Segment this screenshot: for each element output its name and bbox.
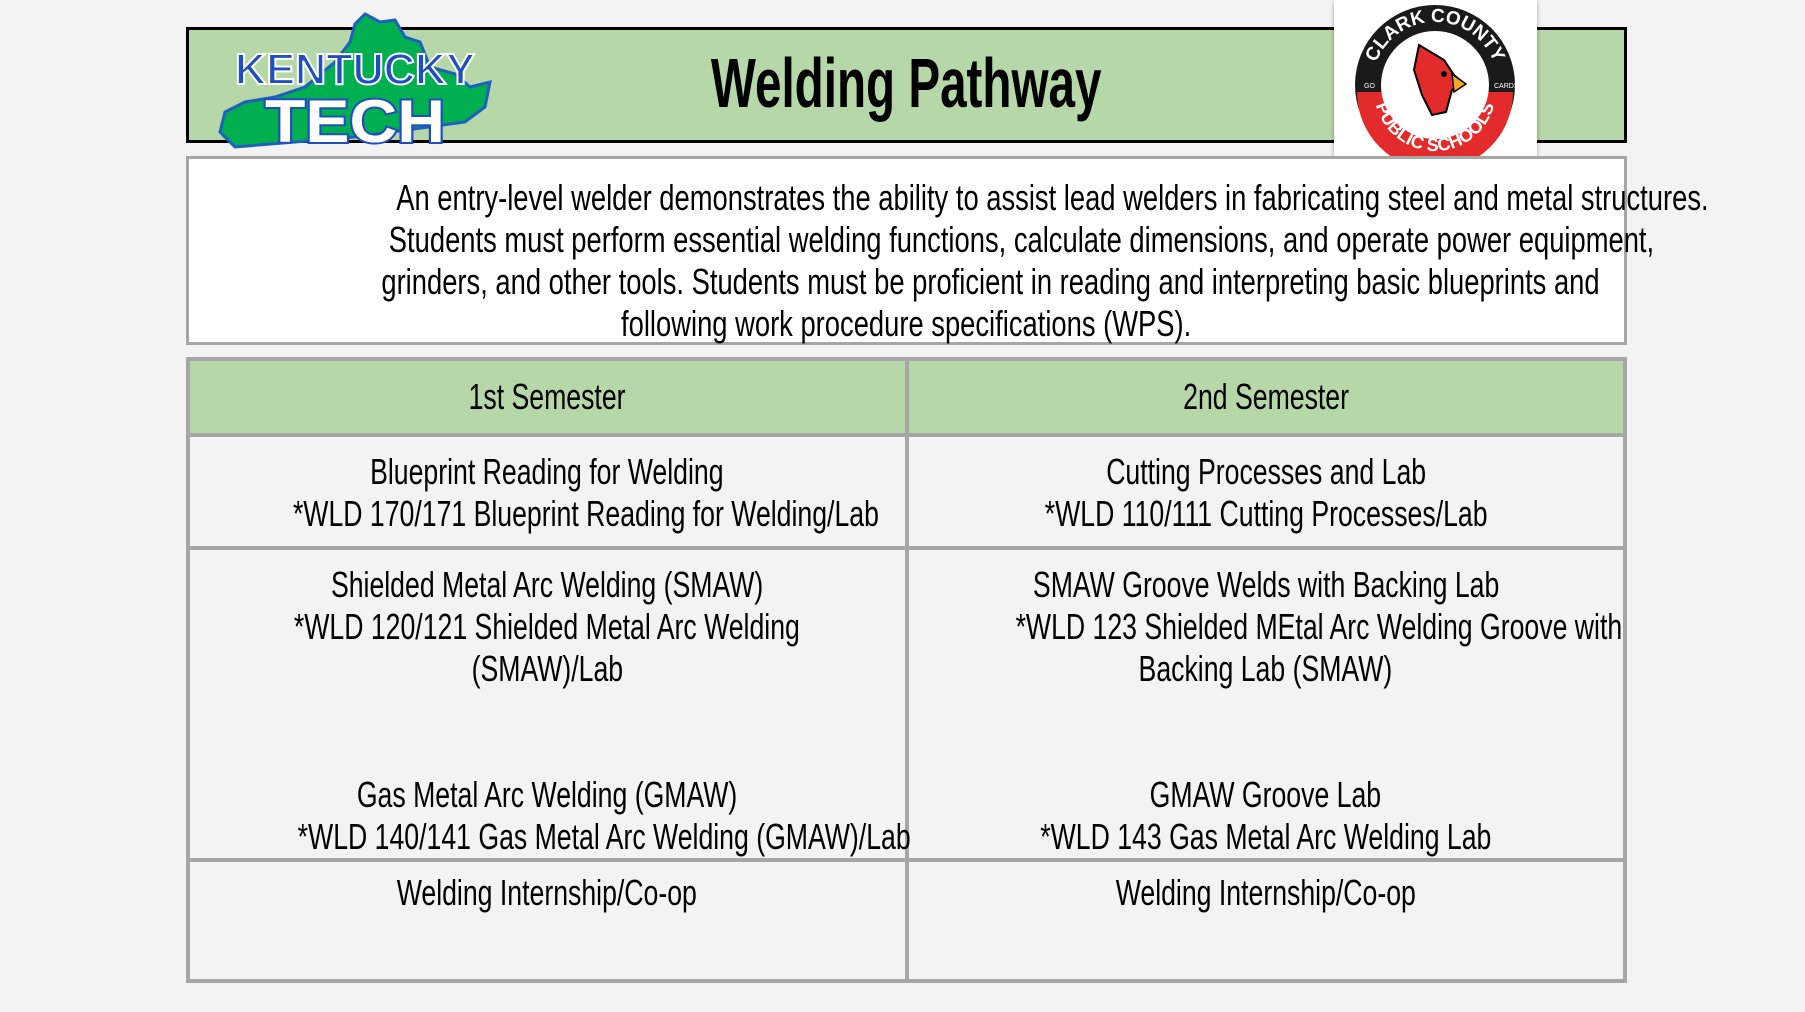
kentucky-tech-logo: KENTUCKY TECH bbox=[218, 12, 492, 152]
description-line: following work procedure specifications … bbox=[621, 303, 1192, 344]
course-cell: Welding Internship/Co-op bbox=[904, 858, 1627, 983]
page-title: Welding Pathway bbox=[711, 44, 1102, 122]
svg-text:CARDS: CARDS bbox=[1494, 83, 1519, 90]
course-code: *WLD 120/121 Shielded Metal Arc Welding bbox=[294, 606, 801, 647]
course-cell: Welding Internship/Co-op bbox=[186, 858, 909, 983]
course-title: Gas Metal Arc Welding (GMAW) bbox=[357, 774, 738, 815]
course-code: *WLD 140/141 Gas Metal Arc Welding (GMAW… bbox=[297, 816, 911, 857]
semester-table: 1st Semester 2nd Semester Blueprint Read… bbox=[186, 357, 1627, 983]
clark-county-public-schools-logo: CLARK COUNTY PUBLIC SCHOOLS GO CARDS bbox=[1334, 0, 1537, 170]
description-line: An entry-level welder demonstrates the a… bbox=[396, 177, 1709, 218]
pathway-description: An entry-level welder demonstrates the a… bbox=[186, 156, 1709, 345]
course-cell: SMAW Groove Welds with Backing Lab*WLD 1… bbox=[904, 546, 1627, 862]
description-line: Students must perform essential welding … bbox=[388, 219, 1655, 260]
svg-text:TECH: TECH bbox=[265, 88, 445, 152]
course-title: Welding Internship/Co-op bbox=[397, 872, 698, 913]
course-cell: Cutting Processes and Lab*WLD 110/111 Cu… bbox=[904, 433, 1627, 550]
course-title: Cutting Processes and Lab bbox=[1105, 451, 1426, 492]
course-code: Backing Lab (SMAW) bbox=[1138, 648, 1393, 689]
course-code: *WLD 110/111 Cutting Processes/Lab bbox=[1044, 493, 1488, 534]
svg-text:GO: GO bbox=[1364, 83, 1375, 90]
table-row: Blueprint Reading for Welding*WLD 170/17… bbox=[186, 433, 1627, 550]
course-cell: Shielded Metal Arc Welding (SMAW)*WLD 12… bbox=[186, 546, 911, 862]
course-title: Welding Internship/Co-op bbox=[1115, 872, 1416, 913]
course-cell: Blueprint Reading for Welding*WLD 170/17… bbox=[186, 433, 909, 550]
header-2nd-semester: 2nd Semester bbox=[904, 357, 1627, 437]
course-title: Blueprint Reading for Welding bbox=[370, 451, 724, 492]
course-code: (SMAW)/Lab bbox=[471, 648, 623, 689]
description-line: grinders, and other tools. Students must… bbox=[381, 261, 1600, 302]
spacer bbox=[909, 690, 1624, 774]
course-code: *WLD 123 Shielded MEtal Arc Welding Groo… bbox=[1015, 606, 1622, 647]
course-title: SMAW Groove Welds with Backing Lab bbox=[1032, 564, 1499, 605]
course-title: GMAW Groove Lab bbox=[1150, 774, 1382, 815]
table-row: Shielded Metal Arc Welding (SMAW)*WLD 12… bbox=[186, 546, 1627, 862]
course-code: *WLD 170/171 Blueprint Reading for Weldi… bbox=[292, 493, 879, 534]
header-1st-semester: 1st Semester bbox=[186, 357, 909, 437]
spacer bbox=[190, 690, 905, 774]
course-title: Shielded Metal Arc Welding (SMAW) bbox=[331, 564, 764, 605]
svg-text:KENTUCKY: KENTUCKY bbox=[235, 45, 475, 94]
table-row: Welding Internship/Co-op Welding Internsh… bbox=[186, 858, 1627, 983]
course-code: *WLD 143 Gas Metal Arc Welding Lab bbox=[1040, 816, 1492, 857]
